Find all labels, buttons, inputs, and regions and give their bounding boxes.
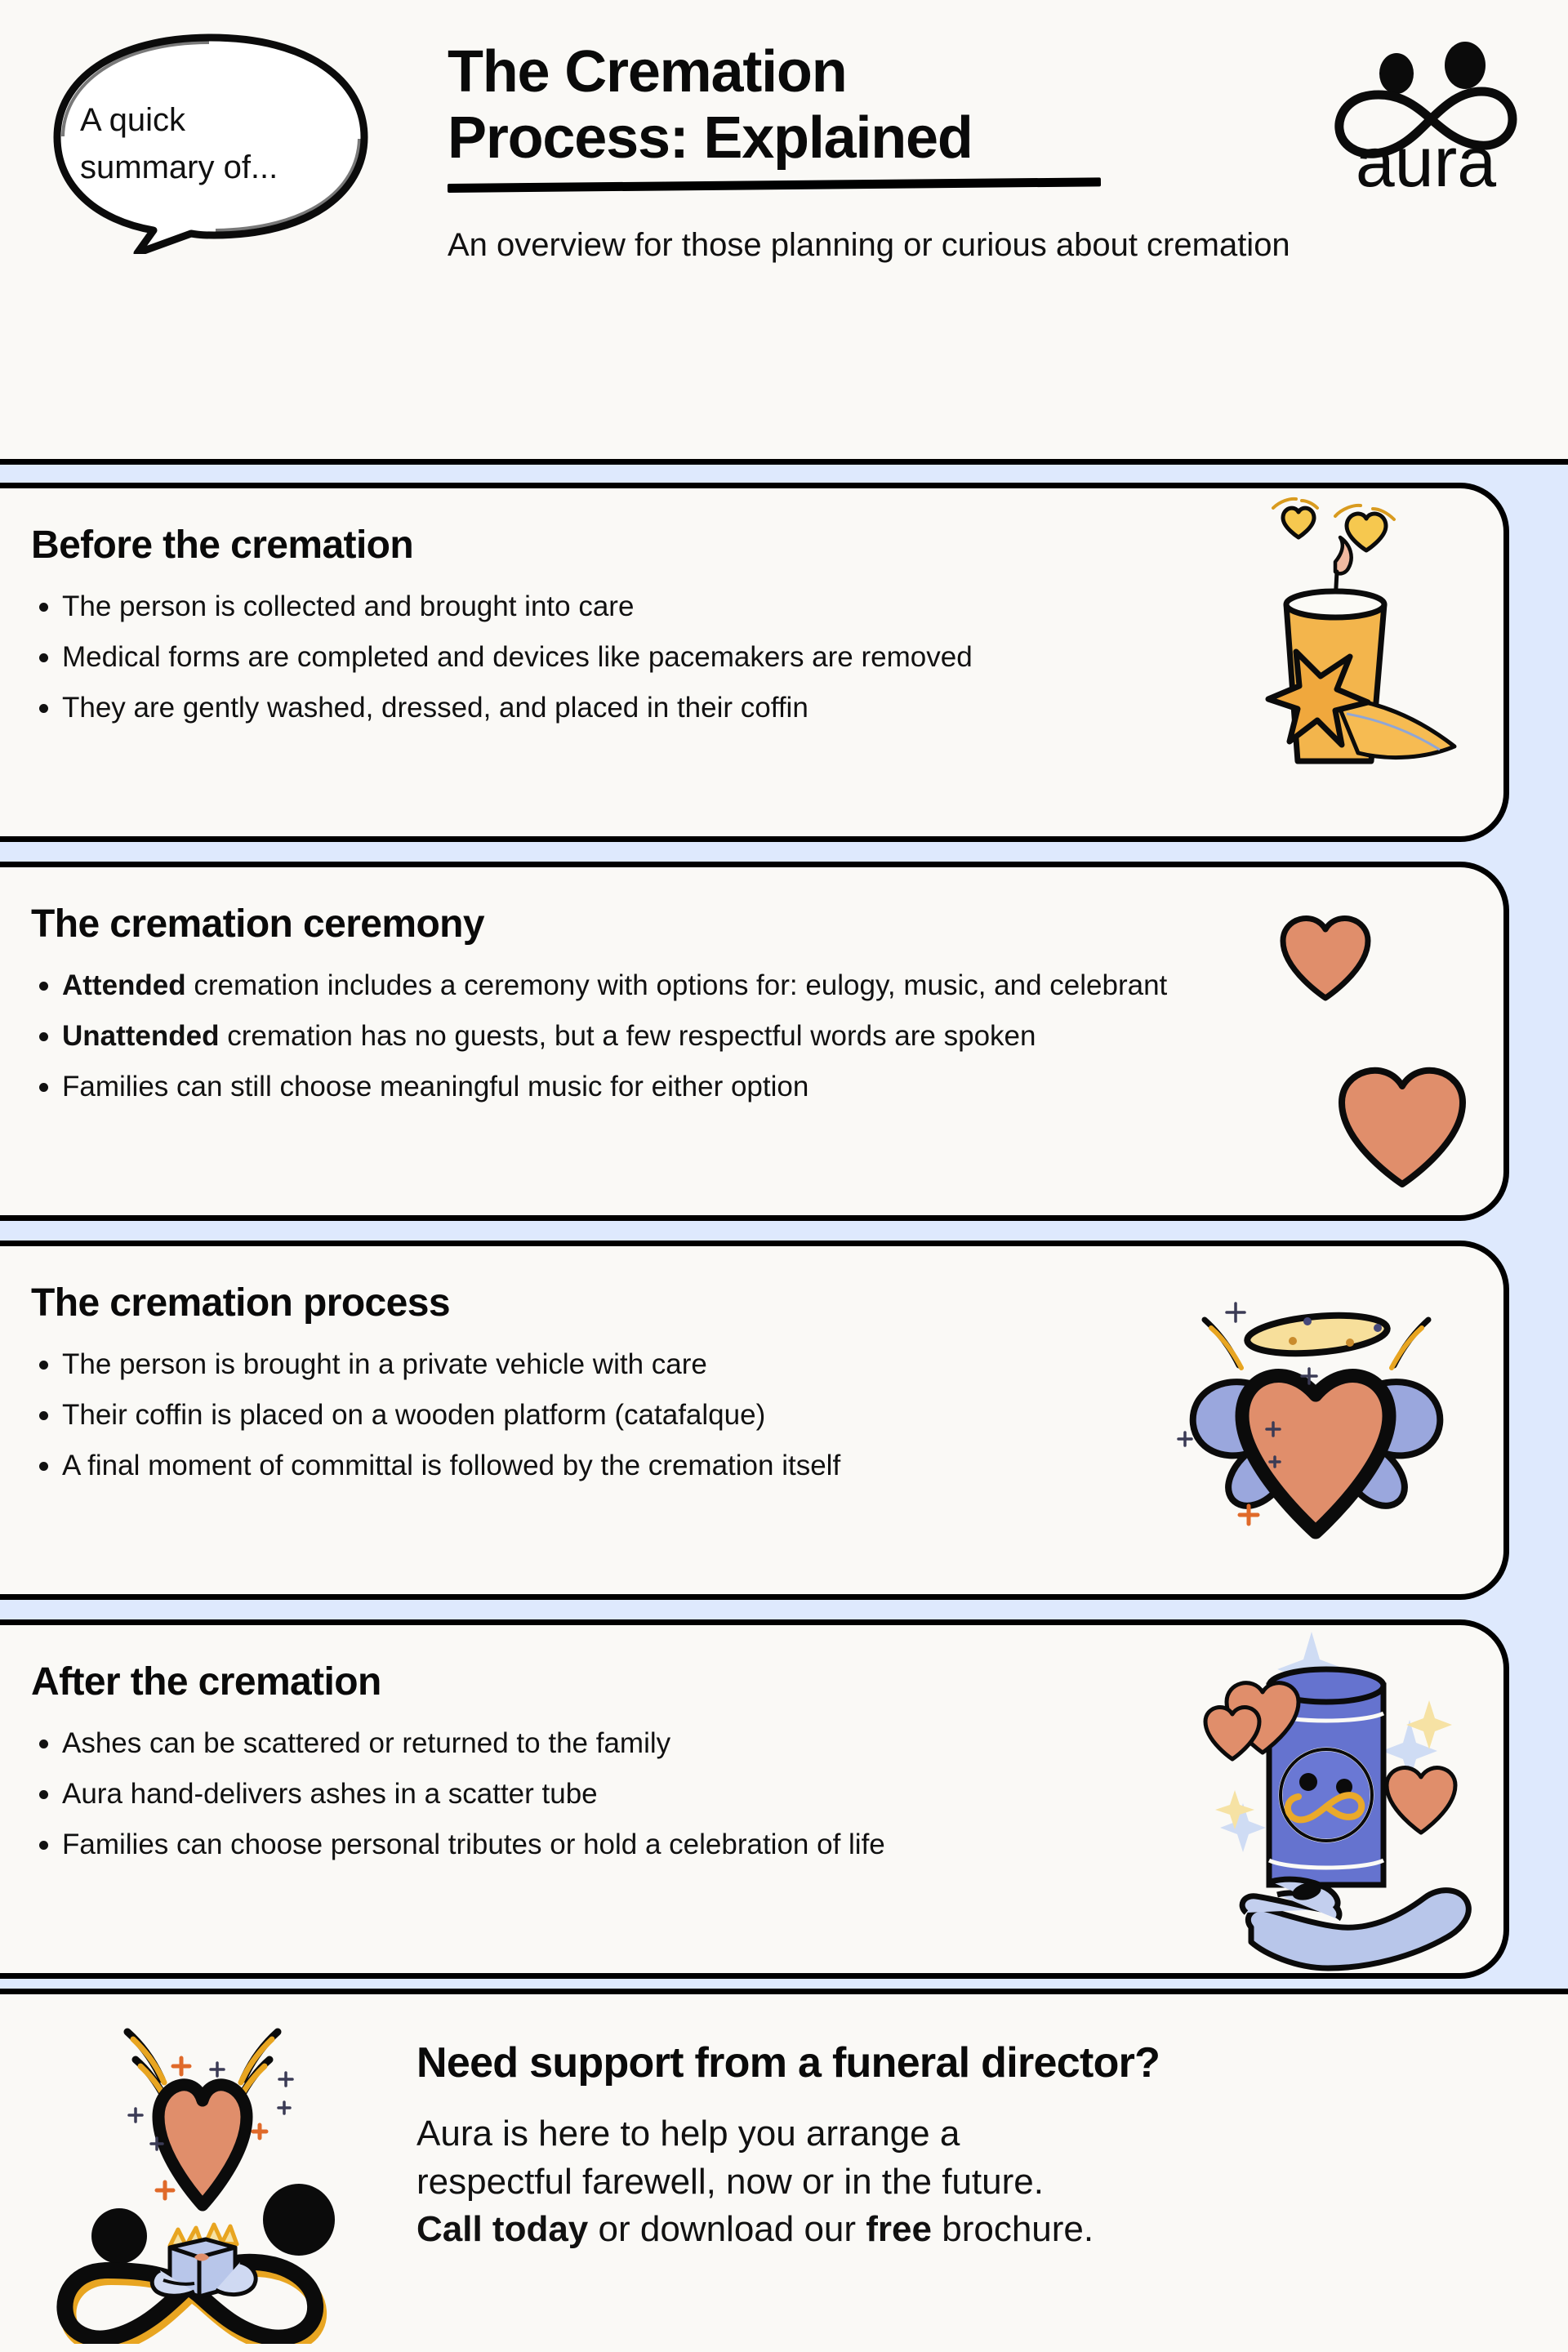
cards-section: Before the cremation The person is colle… xyxy=(0,459,1568,1994)
card-bullet-list: The person is collected and brought into… xyxy=(31,589,1503,726)
footer-text-block: Need support from a funeral director? Au… xyxy=(405,1994,1160,2254)
card-the-cremation-process: The cremation process The person is brou… xyxy=(0,1241,1509,1600)
footer-line-3-end: brochure. xyxy=(932,2209,1094,2250)
aura-infinity-gift-heart-icon xyxy=(54,2001,405,2344)
bullet-text: A final moment of committal is followed … xyxy=(62,1449,841,1481)
bullet-text: Families can choose personal tributes or… xyxy=(62,1828,885,1860)
bullet-text: The person is collected and brought into… xyxy=(62,590,635,622)
bullet-text: They are gently washed, dressed, and pla… xyxy=(62,691,808,724)
card-bullet-list: Ashes can be scattered or returned to th… xyxy=(31,1726,1503,1863)
title-line-2: Process: Explained xyxy=(448,105,973,171)
list-item: Aura hand-delivers ashes in a scatter tu… xyxy=(31,1776,1503,1813)
footer-line-3-mid: or download our xyxy=(588,2209,866,2250)
bullet-text: Medical forms are completed and devices … xyxy=(62,640,973,673)
list-item: Families can still choose meaningful mus… xyxy=(31,1069,1503,1106)
footer-body: Aura is here to help you arrange a respe… xyxy=(416,2110,1160,2254)
list-item: A final moment of committal is followed … xyxy=(31,1448,1503,1485)
card-bullet-list: Attended cremation includes a ceremony w… xyxy=(31,968,1503,1105)
list-item: Ashes can be scattered or returned to th… xyxy=(31,1726,1503,1762)
footer-line-3: Call today or download our free brochure… xyxy=(416,2206,1160,2254)
bullet-text: Families can still choose meaningful mus… xyxy=(62,1070,809,1102)
bullet-text: Their coffin is placed on a wooden platf… xyxy=(62,1398,766,1431)
bullet-lead: Unattended xyxy=(62,1019,220,1052)
header: A quick summary of... The Cremation Proc… xyxy=(0,0,1568,459)
page-title: The Cremation Process: Explained xyxy=(448,39,1166,171)
speech-bubble xyxy=(39,29,382,254)
card-before-the-cremation: Before the cremation The person is colle… xyxy=(0,483,1509,842)
page-subtitle: An overview for those planning or curiou… xyxy=(448,227,1290,264)
bullet-text: cremation has no guests, but a few respe… xyxy=(219,1019,1036,1052)
list-item: Their coffin is placed on a wooden platf… xyxy=(31,1397,1503,1434)
card-after-the-cremation: After the cremation Ashes can be scatter… xyxy=(0,1619,1509,1979)
title-underline xyxy=(447,177,1102,194)
logo-wordmark: aura xyxy=(1356,123,1496,194)
list-item: The person is brought in a private vehic… xyxy=(31,1347,1503,1383)
bullet-text: The person is brought in a private vehic… xyxy=(62,1348,707,1380)
footer-line-2: respectful farewell, now or in the futur… xyxy=(416,2161,1044,2202)
bubble-text: A quick summary of... xyxy=(80,102,278,185)
list-item: Attended cremation includes a ceremony w… xyxy=(31,968,1503,1004)
card-title: Before the cremation xyxy=(31,523,414,567)
bullet-text: cremation includes a ceremony with optio… xyxy=(185,969,1168,1001)
free-emphasis: free xyxy=(866,2209,932,2250)
footer-line-1: Aura is here to help you arrange a xyxy=(416,2114,960,2154)
card-title: The cremation process xyxy=(31,1281,451,1325)
list-item: The person is collected and brought into… xyxy=(31,589,1503,626)
card-bullet-list: The person is brought in a private vehic… xyxy=(31,1347,1503,1484)
footer-cta: Need support from a funeral director? Au… xyxy=(0,1994,1568,2352)
bullet-text: Ashes can be scattered or returned to th… xyxy=(62,1727,671,1759)
bullet-lead: Attended xyxy=(62,969,186,1001)
list-item: They are gently washed, dressed, and pla… xyxy=(31,690,1503,727)
list-item: Families can choose personal tributes or… xyxy=(31,1827,1503,1864)
list-item: Unattended cremation has no guests, but … xyxy=(31,1018,1503,1055)
bullet-text: Aura hand-delivers ashes in a scatter tu… xyxy=(62,1777,598,1810)
aura-logo: aura xyxy=(1330,39,1522,194)
title-line-1: The Cremation xyxy=(448,39,848,105)
title-block: The Cremation Process: Explained An over… xyxy=(447,39,1290,269)
list-item: Medical forms are completed and devices … xyxy=(31,639,1503,676)
infinity-icon xyxy=(1334,42,1517,158)
card-the-cremation-ceremony: The cremation ceremony Attended crematio… xyxy=(0,862,1509,1221)
card-title: After the cremation xyxy=(31,1660,381,1704)
card-title: The cremation ceremony xyxy=(31,902,485,946)
footer-heading: Need support from a funeral director? xyxy=(416,2039,1160,2087)
call-today-emphasis: Call today xyxy=(416,2209,589,2250)
